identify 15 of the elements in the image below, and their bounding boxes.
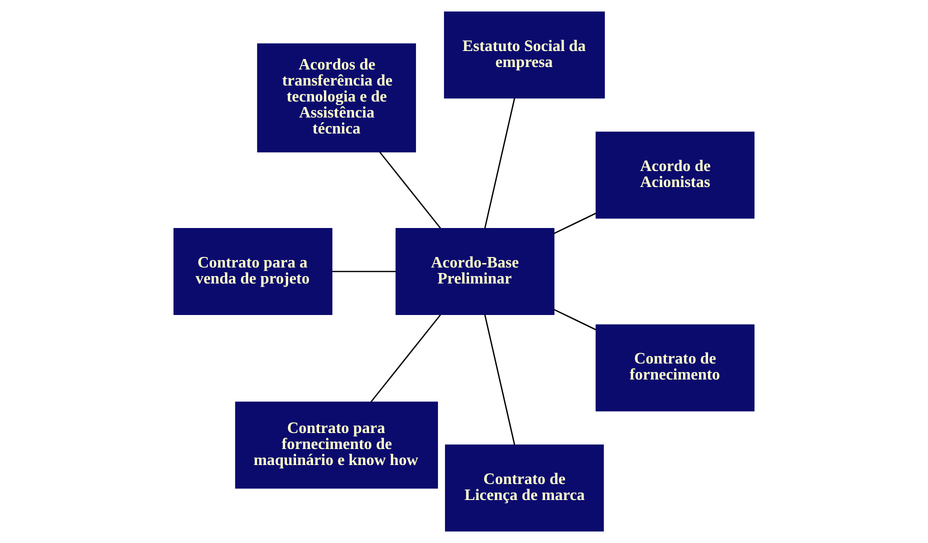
connector [484, 98, 516, 229]
node-box: Acordo de Acionistas [596, 132, 754, 219]
connector [379, 151, 441, 229]
connector [554, 212, 596, 234]
node-box: Contrato para fornecimento de maquinário e know how [235, 402, 438, 489]
connector [554, 309, 596, 330]
connector [484, 314, 516, 445]
connector [332, 270, 396, 272]
connector [370, 314, 441, 402]
node-box: Acordos de transferência de tecnologia e de Assistência técnica [257, 43, 416, 152]
node-box: Contrato de Licença de marca [444, 444, 604, 532]
node-box: Acordo-Base Preliminar [396, 228, 554, 315]
node-box: Contrato de fornecimento [596, 324, 754, 412]
node-box: Contrato para a venda de projeto [174, 228, 332, 315]
node-box: Estatuto Social da empresa [444, 12, 605, 98]
